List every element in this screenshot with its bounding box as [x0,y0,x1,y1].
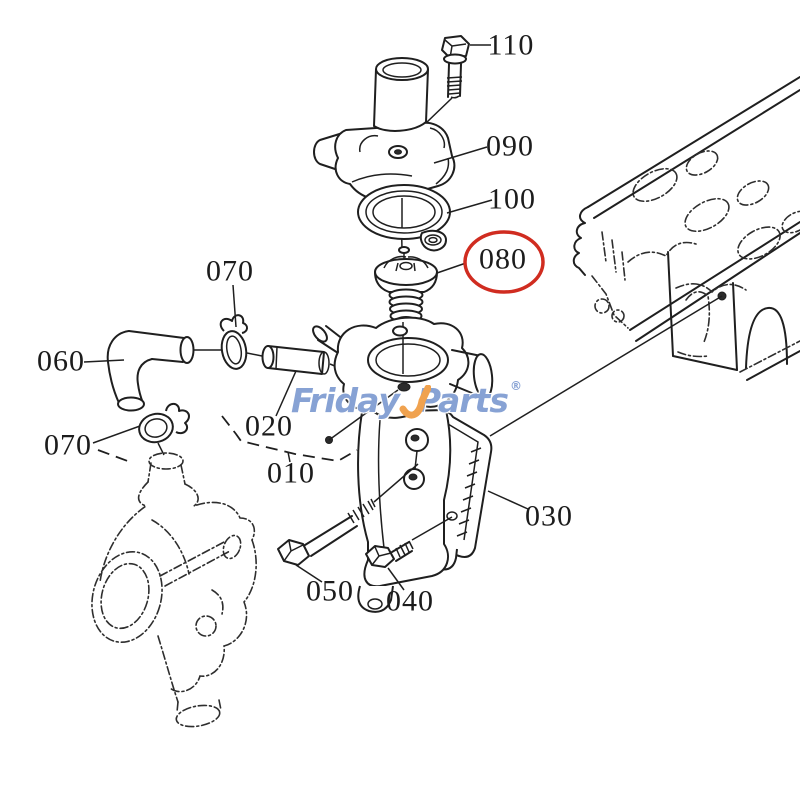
hose-060 [106,330,195,412]
watermark-text-parts: Parts [416,381,509,420]
part-label-090: 090 [486,130,534,163]
part-label-110: 110 [488,29,535,62]
hose-clamp-070-bottom [138,402,190,456]
watermark-text-frida: Frida [291,381,379,420]
part-label-030: 030 [525,500,573,533]
callout-leaders [83,44,529,591]
part-label-060: 060 [37,345,85,378]
bolt-050 [277,498,376,566]
part-label-100: 100 [488,183,536,216]
hose-clamp-070-top [219,314,248,370]
thermostat-cover-090 [313,57,456,202]
watermark-text-y: y [378,381,399,420]
part-label-010: 010 [267,457,315,490]
part-label-020: 020 [245,410,293,443]
callout-labels: 110 090 100 080 070 060 020 010 070 030 … [37,29,573,618]
bolt-040 [365,540,414,568]
part-label-070-top: 070 [206,255,254,288]
part-label-040: 040 [386,585,434,618]
part-label-050: 050 [306,575,354,608]
thermostat-housing-body [312,316,494,613]
registered-mark: ® [509,379,522,393]
assembly-boundary-010 [97,415,358,464]
engine-block-leader [489,291,727,437]
part-label-070-bottom: 070 [44,429,92,462]
highlight-ring-080 [463,230,545,294]
part-label-080: 080 [479,243,527,276]
gasket-100 [357,184,451,252]
bolt-110 [441,35,470,99]
connector-pipe-020 [261,345,330,375]
brand-swoosh-icon [399,385,431,419]
flange-hole-leader [325,389,399,444]
engine-block [572,76,800,381]
water-pump-phantom [91,452,257,728]
